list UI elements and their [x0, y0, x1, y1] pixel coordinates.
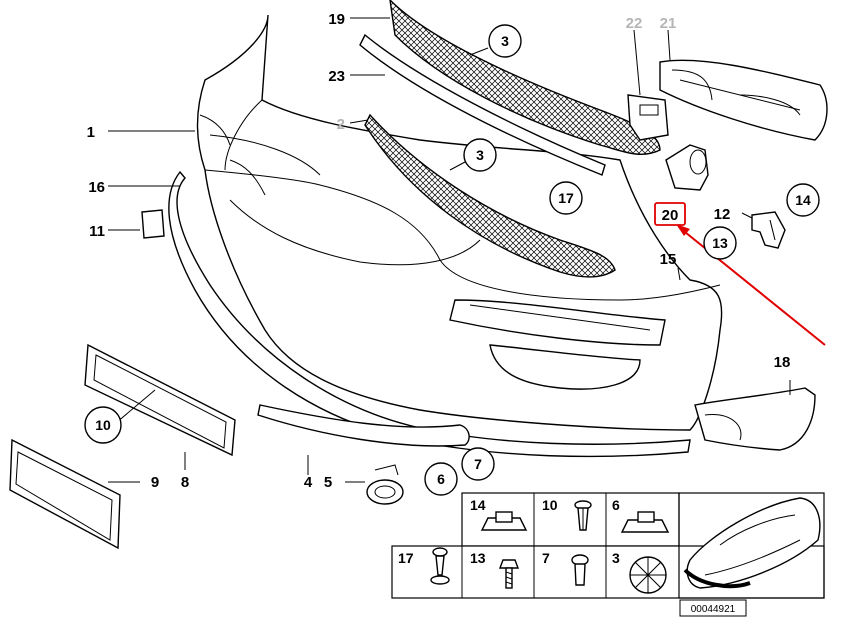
callout-4[interactable]: 4: [304, 474, 313, 491]
screw-13-icon: [498, 559, 520, 589]
clip-nut-6-icon: [620, 511, 670, 533]
callout-2[interactable]: 2: [337, 116, 345, 133]
callout-17[interactable]: 17: [558, 190, 574, 206]
callout-6-circle: [424, 462, 458, 496]
table-cell-10[interactable]: 10: [542, 497, 558, 513]
callout-labels: 1 16 11 19 23 2 3 3 17 22 21 20 12 14 13…: [84, 11, 820, 496]
fastener-table: 14 10 6 17 13 7 3: [391, 492, 825, 599]
bumper-lip-spoiler: [168, 170, 691, 458]
air-duct: [659, 59, 828, 141]
table-cell-3[interactable]: 3: [612, 550, 620, 566]
tow-eye-cover: [141, 209, 165, 239]
callout-5[interactable]: 5: [324, 474, 332, 491]
bumper-trim-strip: [257, 404, 470, 447]
duct-bracket: [627, 94, 669, 141]
callout-20-box: [654, 202, 686, 226]
callout-21[interactable]: 21: [660, 15, 677, 32]
table-cell-6[interactable]: 6: [612, 497, 620, 513]
callout-12[interactable]: 12: [714, 206, 731, 223]
callout-20[interactable]: 20: [662, 207, 679, 224]
callout-8[interactable]: 8: [181, 474, 189, 491]
clip-part: [751, 211, 786, 249]
table-cell-7[interactable]: 7: [542, 550, 550, 566]
brake-air-duct: [694, 387, 816, 451]
callout-3a-circle: [488, 24, 522, 58]
callout-6[interactable]: 6: [437, 471, 445, 487]
callout-7[interactable]: 7: [474, 456, 482, 472]
leader-lines: [108, 17, 791, 483]
table-cell-17[interactable]: 17: [398, 550, 414, 566]
callout-18[interactable]: 18: [774, 354, 791, 371]
diagram-id: 00044921: [691, 604, 736, 615]
callout-19[interactable]: 19: [328, 11, 345, 28]
tow-hook-cap: [366, 464, 404, 505]
expanding-rivet-10-icon: [574, 500, 592, 531]
fog-light-cover-part: [665, 144, 709, 191]
callout-3b[interactable]: 3: [476, 147, 484, 163]
callout-14-circle: [786, 183, 820, 217]
callout-10-circle: [84, 406, 122, 444]
callout-13-circle: [703, 226, 737, 260]
lower-grille: [364, 113, 616, 278]
clip-nut-14-icon: [480, 511, 528, 531]
callout-3a[interactable]: 3: [501, 33, 509, 49]
table-cell-14[interactable]: 14: [470, 497, 486, 513]
callout-7-circle: [461, 447, 495, 481]
table-cell-13[interactable]: 13: [470, 550, 486, 566]
license-plate-base: [84, 343, 236, 457]
callout-9[interactable]: 9: [151, 474, 159, 491]
callout-23[interactable]: 23: [328, 68, 345, 85]
callout-16[interactable]: 16: [88, 179, 105, 196]
license-plate-holder: [9, 438, 121, 550]
diagram-id-box: [679, 599, 747, 617]
rivet-7-icon: [571, 554, 589, 586]
callout-17-circle: [549, 181, 583, 215]
callout-1[interactable]: 1: [87, 124, 95, 141]
callout-15[interactable]: 15: [660, 251, 677, 268]
upper-grille: [389, 0, 661, 155]
push-rivet-17-icon: [430, 547, 450, 585]
vehicle-location-icon: [683, 497, 821, 589]
callout-10[interactable]: 10: [95, 417, 111, 433]
callout-3b-circle: [463, 138, 497, 172]
star-washer-3-icon: [629, 556, 667, 594]
callout-13[interactable]: 13: [712, 235, 728, 251]
callout-11[interactable]: 11: [89, 223, 105, 240]
callout-22[interactable]: 22: [626, 15, 643, 32]
callout-14[interactable]: 14: [795, 192, 811, 208]
trim-strip: [359, 33, 606, 176]
